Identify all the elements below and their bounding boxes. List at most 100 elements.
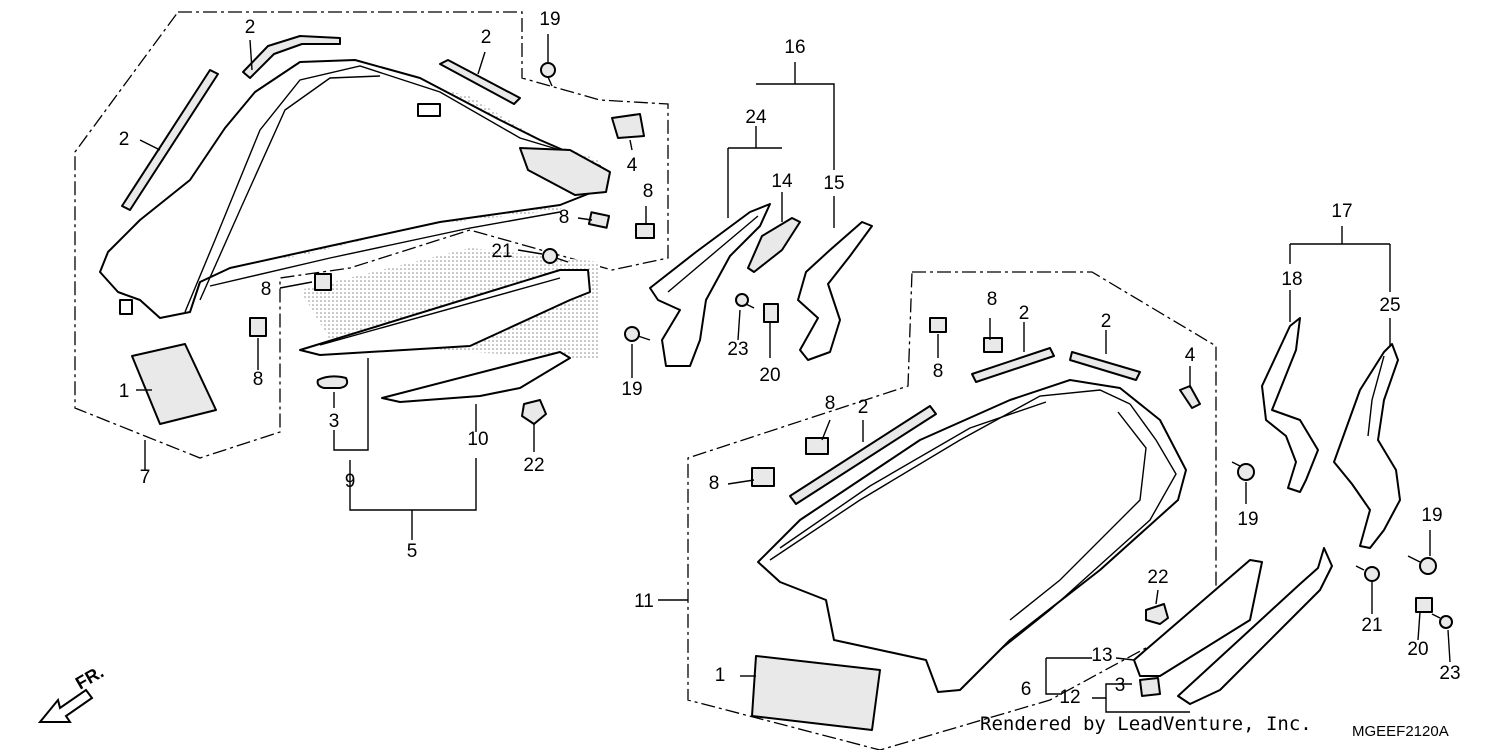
screw-21-right	[1355, 565, 1380, 582]
callout-2: 2	[858, 397, 869, 418]
callout-8: 8	[709, 473, 720, 494]
seal-3-right	[1139, 677, 1161, 697]
strip-13	[1133, 559, 1263, 677]
right-cowl-rim-2	[779, 401, 1047, 549]
callout-3: 3	[1115, 675, 1126, 696]
callout-2: 2	[1019, 303, 1030, 324]
assembly-7-outline	[74, 11, 669, 459]
callout-11: 11	[634, 591, 654, 612]
molding-2-right-a	[789, 405, 937, 505]
callout-15: 15	[823, 173, 844, 194]
callout-6: 6	[1021, 679, 1032, 700]
callout-10: 10	[467, 429, 488, 450]
callout-22: 22	[1147, 567, 1168, 588]
cowl-slot	[417, 103, 441, 117]
molding-2-right-c	[1069, 351, 1141, 381]
cowl-inner-line-2	[199, 75, 381, 301]
clip-4-right	[1179, 385, 1201, 409]
leader-lines	[136, 34, 1451, 713]
callout-4: 4	[627, 155, 638, 176]
callout-21: 21	[1361, 615, 1382, 636]
callout-8: 8	[643, 181, 654, 202]
callout-1: 1	[119, 381, 130, 402]
screw-19-right	[1231, 461, 1255, 481]
clip-20-center	[763, 303, 779, 323]
strip-10	[381, 351, 571, 403]
screw-21-left	[542, 248, 569, 264]
rail-inner-line	[319, 277, 561, 346]
pad-1-left	[131, 343, 217, 425]
callout-12: 12	[1059, 687, 1080, 708]
callout-8: 8	[261, 279, 272, 300]
cowl-lower-edge	[209, 211, 561, 287]
callout-2: 2	[245, 17, 256, 38]
molding-2-left-right	[439, 59, 521, 105]
front-arrow-icon	[37, 688, 94, 723]
panel-25-inner	[1367, 355, 1385, 437]
callout-19: 19	[1237, 509, 1258, 530]
callout-14: 14	[771, 171, 793, 192]
panel-18	[1261, 317, 1319, 493]
front-label: FR.	[72, 662, 107, 694]
callout-24: 24	[745, 107, 767, 128]
callout-16: 16	[784, 37, 805, 58]
callout-8: 8	[933, 361, 944, 382]
render-credit: Rendered by LeadVenture, Inc.	[980, 713, 1312, 735]
callout-8: 8	[559, 207, 570, 228]
callout-labels: 2 2 2 19 4 8 8 21 8 8 1 7 3 9 10 5 22 19…	[119, 9, 1461, 708]
callout-25: 25	[1379, 295, 1400, 316]
callout-19: 19	[539, 9, 560, 30]
callout-22: 22	[523, 455, 544, 476]
seal-3-left	[316, 375, 349, 389]
callout-13: 13	[1091, 645, 1112, 666]
right-cowl	[757, 379, 1187, 693]
panel-25	[1333, 343, 1401, 549]
screw-19-far-right	[1407, 555, 1437, 575]
cowl-tab	[119, 299, 133, 315]
callout-9: 9	[345, 471, 356, 492]
right-cowl-inner-edge	[999, 403, 1177, 651]
right-cowl-inner-edge-2	[1009, 411, 1147, 621]
panel-24-inner	[667, 215, 759, 293]
callout-8: 8	[825, 393, 836, 414]
callout-19: 19	[1421, 505, 1442, 526]
callout-2: 2	[119, 129, 130, 150]
screw-19-left	[540, 62, 556, 87]
callout-21: 21	[491, 241, 512, 262]
callout-23: 23	[727, 339, 748, 360]
callout-8: 8	[987, 289, 998, 310]
callout-17: 17	[1331, 201, 1352, 222]
callout-2: 2	[481, 27, 492, 48]
side-panel-24	[649, 203, 771, 367]
callout-7: 7	[140, 467, 151, 488]
cowl-bracket	[519, 147, 611, 196]
callout-20: 20	[759, 365, 780, 386]
panel-15	[797, 221, 873, 361]
screw-23-right	[1431, 613, 1453, 629]
callout-20: 20	[1407, 639, 1428, 660]
screw-19-center	[624, 326, 651, 342]
front-direction-indicator: FR.	[37, 662, 107, 723]
nut-22-left	[521, 399, 547, 425]
screw-23-center	[735, 293, 755, 309]
assembly-11-outline	[687, 271, 1217, 751]
inner-rail-9	[299, 269, 591, 356]
pad-1-right	[751, 655, 881, 731]
callout-18: 18	[1281, 269, 1302, 290]
callout-5: 5	[407, 541, 418, 562]
panel-14	[747, 217, 801, 273]
molding-2-right-b	[971, 347, 1055, 383]
callout-3: 3	[329, 411, 340, 432]
diagram-code: MGEEF2120A	[1352, 723, 1449, 740]
rail-12	[1177, 547, 1333, 705]
clip-20-right	[1415, 597, 1433, 613]
cowl-inner-line	[184, 65, 561, 313]
nut-22-right	[1145, 603, 1169, 625]
molding-2-left-vertical	[121, 69, 219, 211]
callout-23: 23	[1439, 663, 1460, 684]
grommets-8-right	[751, 317, 1003, 487]
callout-8: 8	[253, 369, 264, 390]
clip-4-left	[611, 113, 645, 139]
